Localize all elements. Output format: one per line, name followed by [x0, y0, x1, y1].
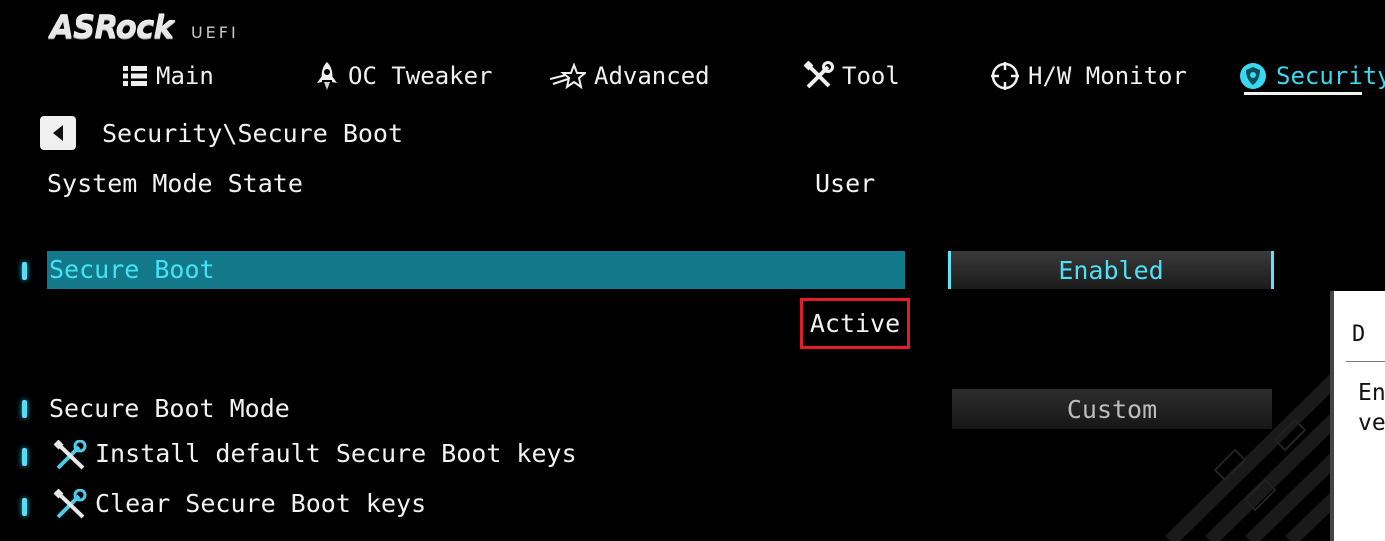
list-icon	[122, 65, 148, 87]
tab-tool-label: Tool	[842, 62, 900, 90]
description-panel	[1330, 291, 1385, 541]
secure-boot-value: Enabled	[1058, 255, 1164, 285]
wrench-screwdriver-icon	[53, 489, 87, 519]
main-tab-bar: Main OC Tweaker	[0, 55, 1385, 99]
tools-icon	[804, 61, 834, 91]
back-arrow-icon	[53, 125, 63, 141]
system-mode-state-label: System Mode State	[47, 169, 303, 198]
tab-main-label: Main	[156, 62, 214, 90]
brand-product: UEFI	[190, 22, 239, 42]
description-line-1: En	[1358, 380, 1385, 406]
wrench-screwdriver-icon	[53, 440, 87, 470]
secure-boot-status-annotation: Active	[800, 298, 910, 349]
rocket-icon	[314, 61, 340, 91]
tab-tool[interactable]: Tool	[804, 55, 900, 97]
description-title: D	[1352, 322, 1366, 347]
tab-hw-monitor[interactable]: H/W Monitor	[990, 55, 1187, 97]
brand-name: ASRock	[50, 10, 174, 46]
description-divider	[1346, 361, 1385, 362]
tab-hw-monitor-label: H/W Monitor	[1028, 62, 1187, 90]
secure-boot-mode-value: Custom	[1066, 394, 1158, 424]
crosshair-icon	[990, 61, 1020, 91]
clear-secure-boot-keys-item[interactable]: Clear Secure Boot keys	[95, 489, 427, 518]
tab-oc-tweaker[interactable]: OC Tweaker	[314, 55, 493, 97]
secure-boot-enabled-button[interactable]: Enabled	[948, 251, 1274, 289]
back-button[interactable]	[40, 116, 76, 150]
install-default-keys-item[interactable]: Install default Secure Boot keys	[95, 439, 577, 468]
secure-boot-row[interactable]	[47, 251, 905, 289]
tab-security[interactable]: Security	[1238, 55, 1385, 97]
system-mode-state-value: User	[815, 169, 876, 198]
row-marker	[22, 448, 27, 466]
active-tab-underline	[1244, 92, 1362, 95]
secure-boot-status: Active	[809, 309, 901, 338]
tab-security-label: Security	[1276, 62, 1385, 90]
tab-main[interactable]: Main	[122, 55, 214, 97]
secure-boot-label: Secure Boot	[49, 255, 215, 284]
tab-advanced-label: Advanced	[594, 62, 710, 90]
star-icon	[550, 63, 586, 89]
asrock-logo: ASRock UEFI	[50, 8, 239, 48]
row-marker	[22, 498, 27, 516]
secure-boot-mode-button[interactable]: Custom	[952, 389, 1272, 429]
secure-boot-mode-label[interactable]: Secure Boot Mode	[49, 394, 290, 423]
tab-oc-tweaker-label: OC Tweaker	[348, 62, 493, 90]
shield-icon	[1238, 61, 1268, 91]
tab-advanced[interactable]: Advanced	[550, 55, 710, 97]
breadcrumb: Security\Secure Boot	[102, 119, 404, 148]
row-marker	[22, 262, 27, 280]
description-line-2: ve	[1358, 410, 1385, 436]
row-marker	[22, 400, 27, 418]
description-text: En ve	[1358, 378, 1385, 438]
